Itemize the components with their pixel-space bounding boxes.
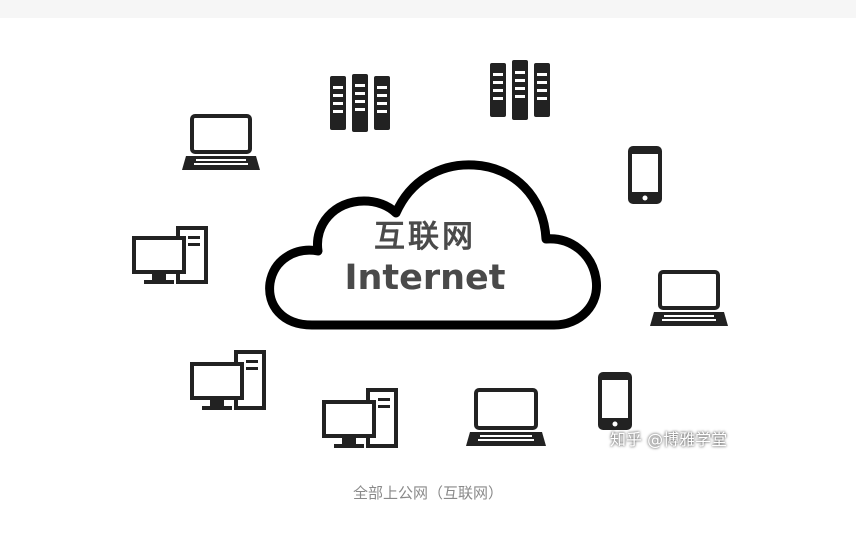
laptop-icon bbox=[182, 114, 260, 170]
cloud-shape bbox=[265, 160, 601, 330]
smartphone-icon bbox=[598, 372, 632, 430]
laptop-icon bbox=[650, 270, 728, 326]
cloud-label: 互联网 Internet bbox=[262, 222, 588, 296]
desktop-computer-icon bbox=[190, 350, 266, 410]
watermark-text: 知乎 @博雅学堂 bbox=[610, 430, 728, 449]
top-strip bbox=[0, 0, 856, 18]
laptop-icon bbox=[466, 388, 546, 446]
desktop-computer-icon bbox=[132, 226, 208, 284]
figure-caption: 全部上公网（互联网） bbox=[352, 484, 503, 502]
server-icon bbox=[490, 60, 550, 120]
smartphone-icon bbox=[628, 146, 662, 204]
server-icon bbox=[330, 74, 390, 132]
desktop-computer-icon bbox=[322, 388, 398, 448]
cloud-title-en: Internet bbox=[344, 258, 506, 298]
cloud-title-cn: 互联网 bbox=[374, 219, 476, 255]
